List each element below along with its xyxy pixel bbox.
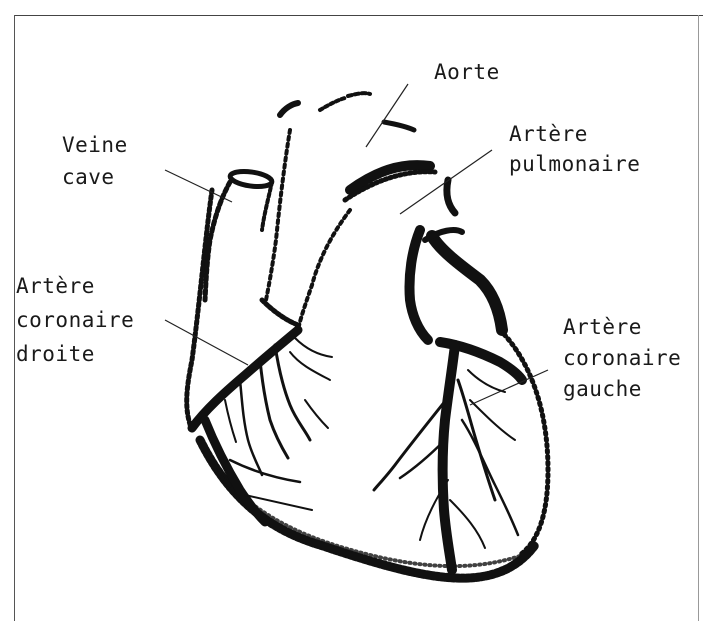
rca-branch-9 <box>225 400 236 442</box>
label-vena-cava-line2: cave <box>62 162 115 192</box>
pulmonary-artery <box>409 180 502 340</box>
vena-cava-opening <box>229 169 273 189</box>
lca-branch-8 <box>468 370 505 392</box>
ventricle-edges <box>262 210 350 330</box>
aorta-top-fragment-3 <box>348 93 370 96</box>
pulmonary-opening <box>447 180 455 213</box>
label-left-coronary-line2: coronaire <box>563 343 681 373</box>
label-vena-cava-line1: Veine <box>62 130 128 160</box>
aorta-top-fragment-4 <box>384 122 414 130</box>
lca-branch-7 <box>450 500 485 548</box>
lca-branch-3 <box>458 380 495 500</box>
aorta-arch-left <box>266 130 290 300</box>
rca-branch-4 <box>295 338 332 357</box>
pointer-veine-cave <box>165 170 232 202</box>
rca-branch-6 <box>305 400 328 428</box>
aorta-top-fragment-1 <box>280 103 298 115</box>
septum-edge <box>298 210 350 330</box>
label-pulmonary-line1: Artère <box>509 119 588 149</box>
heart-left-edge <box>187 190 212 430</box>
vena-cava-right-wall <box>262 182 272 230</box>
vena-cava <box>205 169 273 300</box>
pointer-aorte <box>366 84 408 147</box>
label-right-coronary-line1: Artère <box>16 271 95 301</box>
lca-descending <box>443 345 455 570</box>
label-right-coronary-line2: coronaire <box>16 305 134 335</box>
pulmonary-trunk-inner <box>432 236 502 330</box>
right-coronary-artery <box>192 330 332 522</box>
rca-branch-2 <box>260 360 288 458</box>
label-right-coronary-line3: droite <box>16 339 95 369</box>
label-aorte: Aorte <box>434 57 500 87</box>
pulmonary-trunk-left <box>409 230 428 340</box>
label-pulmonary-line2: pulmonaire <box>509 149 640 179</box>
label-left-coronary-line3: gauche <box>563 374 642 404</box>
rca-branch-1 <box>275 345 310 440</box>
left-coronary-artery <box>374 342 522 570</box>
aorta-top-fragment-2 <box>320 98 345 110</box>
pointer-coronaire-droite <box>165 320 248 365</box>
lca-branch-5 <box>470 400 515 440</box>
rca-branch-3 <box>240 380 262 475</box>
atrium-edge <box>262 300 298 325</box>
rca-branch-7 <box>230 460 300 482</box>
label-left-coronary-line1: Artère <box>563 312 642 342</box>
